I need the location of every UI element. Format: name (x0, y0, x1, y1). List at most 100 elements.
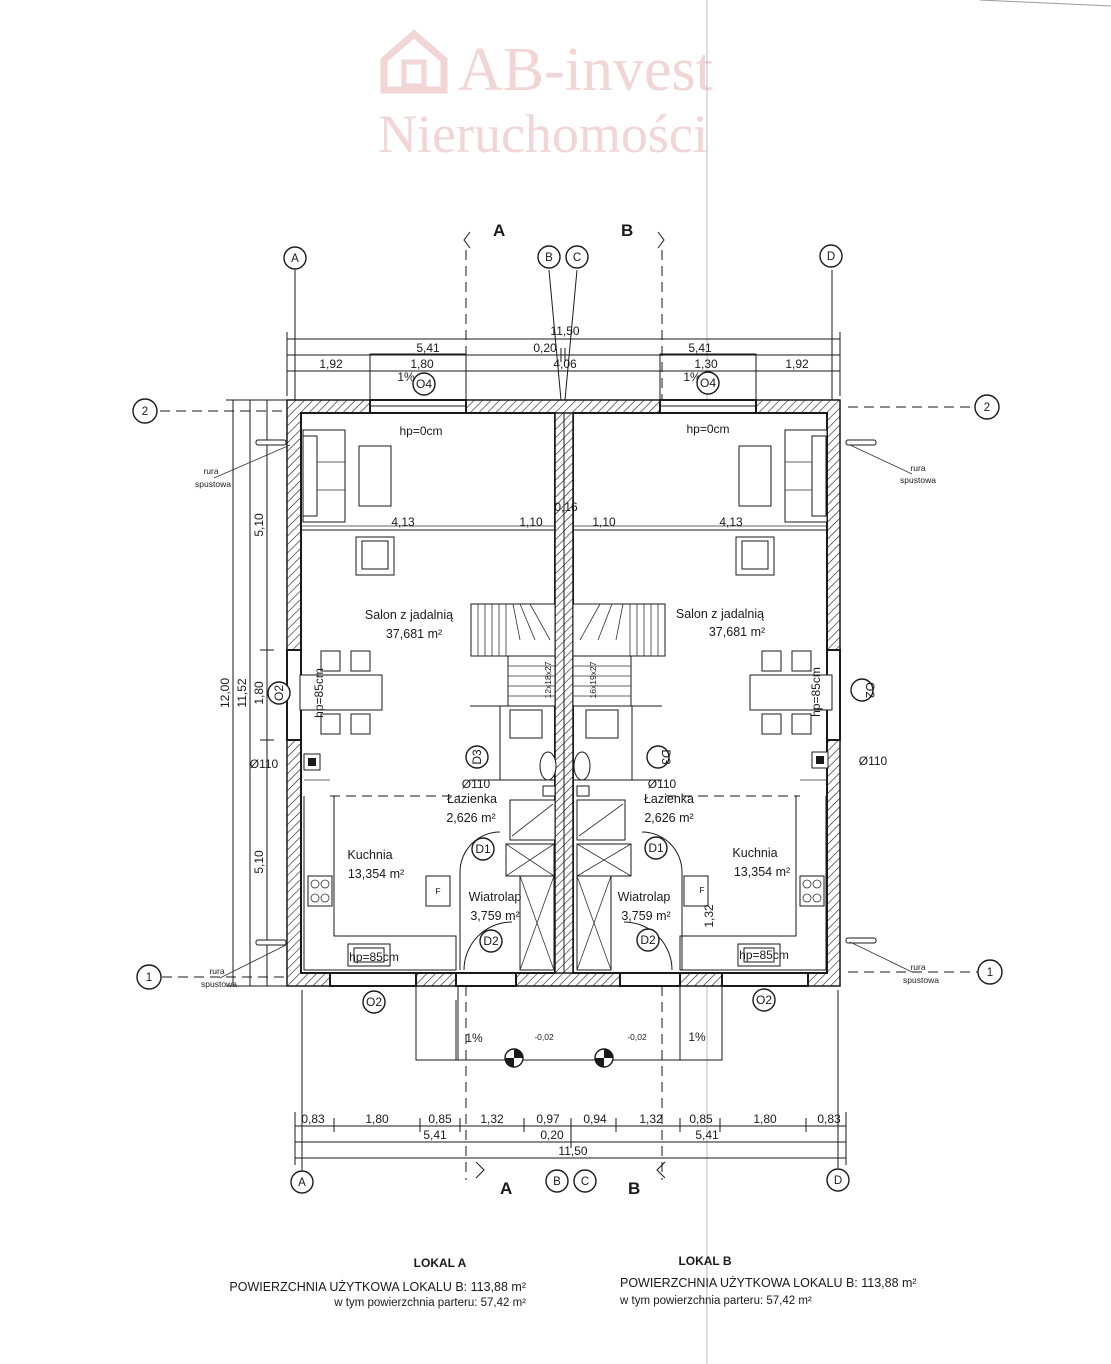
dim-bottom-total: 11,50 (558, 1144, 587, 1158)
scan-edge-line (979, 0, 1111, 7)
room-salon-b: Salon z jadalnią (676, 607, 764, 621)
dim-right-top: 5,41 (688, 341, 712, 355)
stairs-left-spec: 12x18x27 (543, 661, 553, 698)
axis-c-bottom: C (581, 1176, 589, 1188)
dim-1-10-left: 1,10 (519, 515, 543, 529)
dim-1-10-right: 1,10 (592, 515, 616, 529)
hp0-left: hp=0cm (399, 424, 442, 438)
axis-c-top: C (573, 252, 581, 264)
pct-bottom-right: 1% (688, 1030, 706, 1044)
dimensions-bottom: 0,83 1,80 0,85 1,32 0,97 0,94 1,32 0,85 … (294, 1112, 847, 1165)
lokal-b-parter: w tym powierzchnia parteru: 57,42 m² (619, 1295, 812, 1307)
house-logo-icon (380, 29, 448, 94)
tag-d1-left: D1 (475, 842, 491, 856)
dim-bottom-3: 0,85 (428, 1112, 452, 1126)
dim-bottom-7: 1,32 (639, 1112, 663, 1126)
tag-o2-bottom-right: O2 (756, 993, 772, 1007)
lokal-a-title: LOKAL A (414, 1256, 467, 1270)
fridge-left: F (435, 886, 440, 896)
axis-a-bottom: A (298, 1177, 306, 1189)
tag-d3-left: D3 (470, 749, 484, 765)
dim-center: 4,06 (553, 357, 577, 371)
dim-bottom-mid: 0,20 (540, 1128, 564, 1142)
room-lazienka-b-area: 2,626 m² (644, 811, 693, 825)
hp85-left-bottom: hp=85cm (349, 950, 399, 964)
pipe-left: Ø110 (250, 757, 279, 771)
lokal-a-parter: w tym powierzchnia parteru: 57,42 m² (333, 1297, 526, 1309)
lokal-b-title: LOKAL B (678, 1254, 731, 1268)
room-lazienka-a-area: 2,626 m² (446, 811, 495, 825)
pipe-bath-left: Ø110 (462, 777, 491, 791)
room-labels: Salon z jadalnią 37,681 m² Salon z jadal… (347, 607, 790, 923)
dim-total-top: 11,50 (550, 324, 579, 338)
dim-inner-left: 11,52 (235, 678, 249, 707)
hp0-right: hp=0cm (686, 422, 729, 436)
dimensions-left: 12,00 11,52 5,10 1,80 5,10 (218, 399, 292, 987)
axis-b-bottom: B (553, 1176, 561, 1188)
pct-bottom-left: 1% (465, 1031, 483, 1045)
room-wiatrolap-b-area: 3,759 m² (621, 909, 670, 923)
room-lazienka-a: Łazienka (447, 792, 497, 806)
tag-o4-left: O4 (416, 377, 432, 391)
room-lazienka-b: Łazienka (644, 792, 694, 806)
watermark-line2: Nieruchomości (378, 104, 708, 164)
dim-w3: 1,30 (694, 357, 718, 371)
lokal-a-area: POWIERZCHNIA UŻYTKOWA LOKALU B: 113,88 m… (229, 1280, 526, 1294)
label-rura-1: rura (203, 466, 218, 476)
dim-0-16: 0,16 (554, 500, 578, 514)
dim-upper-left: 5,10 (252, 513, 266, 537)
axis-1-right: 1 (987, 967, 993, 979)
dim-bottom-right: 5,41 (695, 1128, 719, 1142)
slope-right: -0,02 (627, 1032, 647, 1042)
dim-w4: 1,92 (785, 357, 809, 371)
section-b-top: B (621, 221, 633, 240)
downpipes: rura spustowa rura spustowa rura spustow… (195, 439, 939, 989)
tag-d2-right: D2 (640, 933, 656, 947)
watermark-logo: AB-invest Nieruchomości (378, 29, 713, 164)
watermark-line1: AB-invest (458, 36, 713, 104)
label-rura-4: rura (910, 962, 925, 972)
section-a-bottom: A (500, 1179, 512, 1198)
room-salon-b-area: 37,681 m² (709, 625, 765, 639)
slope-left: -0,02 (534, 1032, 554, 1042)
dim-bottom-10: 0,83 (817, 1112, 841, 1126)
annotations: hp=0cm hp=0cm hp=85cm hp=85cm hp=85cm hp… (250, 370, 888, 1045)
dim-lower-left: 5,10 (252, 850, 266, 874)
label-spustowa-1: spustowa (195, 479, 231, 489)
opening-tags: O4 O4 O2 O2 O2 O2 D1 D1 D2 D2 D3 D3 (267, 371, 877, 1014)
section-markers: A B A B (463, 221, 666, 1198)
room-wiatrolap-b: Wiatrolap (618, 890, 671, 904)
label-spustowa-4: spustowa (903, 975, 939, 985)
dim-total-left: 12,00 (218, 678, 232, 708)
dim-w1: 1,92 (319, 357, 343, 371)
interior-unit-b (572, 429, 833, 971)
tag-o2-left: O2 (272, 685, 286, 701)
label-spustowa-3: spustowa (201, 979, 237, 989)
room-wiatrolap-a-area: 3,759 m² (470, 909, 519, 923)
dim-bottom-5: 0,97 (536, 1112, 560, 1126)
dimensions-top: 11,50 5,41 0,20 5,41 1,92 1,80 4,06 1,30… (286, 324, 841, 396)
footer-block: LOKAL A LOKAL B POWIERZCHNIA UŻYTKOWA LO… (229, 1254, 916, 1309)
axis-1-left: 1 (146, 972, 152, 984)
section-b-bottom: B (628, 1179, 640, 1198)
interior-dimensions: 4,13 1,10 1,10 4,13 0,16 1,32 12x18x27 1… (391, 500, 743, 928)
pipe-bath-right: Ø110 (648, 777, 677, 791)
dim-bottom-4: 1,32 (480, 1112, 504, 1126)
room-kuchnia-a-area: 13,354 m² (348, 867, 404, 881)
tag-o2-right: O2 (863, 682, 877, 698)
level-marker-left-icon (504, 1048, 524, 1068)
dim-left-top: 5,41 (416, 341, 440, 355)
tag-o4-right: O4 (700, 376, 716, 390)
label-rura-3: rura (209, 966, 224, 976)
fridge-right: F (699, 885, 704, 895)
dim-bottom-6: 0,94 (583, 1112, 607, 1126)
dim-4-13-left: 4,13 (391, 515, 415, 529)
axis-b-top: B (545, 252, 553, 264)
dim-bottom-1: 0,83 (301, 1112, 325, 1126)
room-salon-a: Salon z jadalnią (365, 608, 453, 622)
axis-d-top: D (827, 251, 835, 263)
tag-d3-right: D3 (659, 749, 673, 765)
room-kuchnia-a: Kuchnia (347, 848, 392, 862)
dim-w2: 1,80 (410, 357, 434, 371)
porch-area (415, 985, 723, 1068)
